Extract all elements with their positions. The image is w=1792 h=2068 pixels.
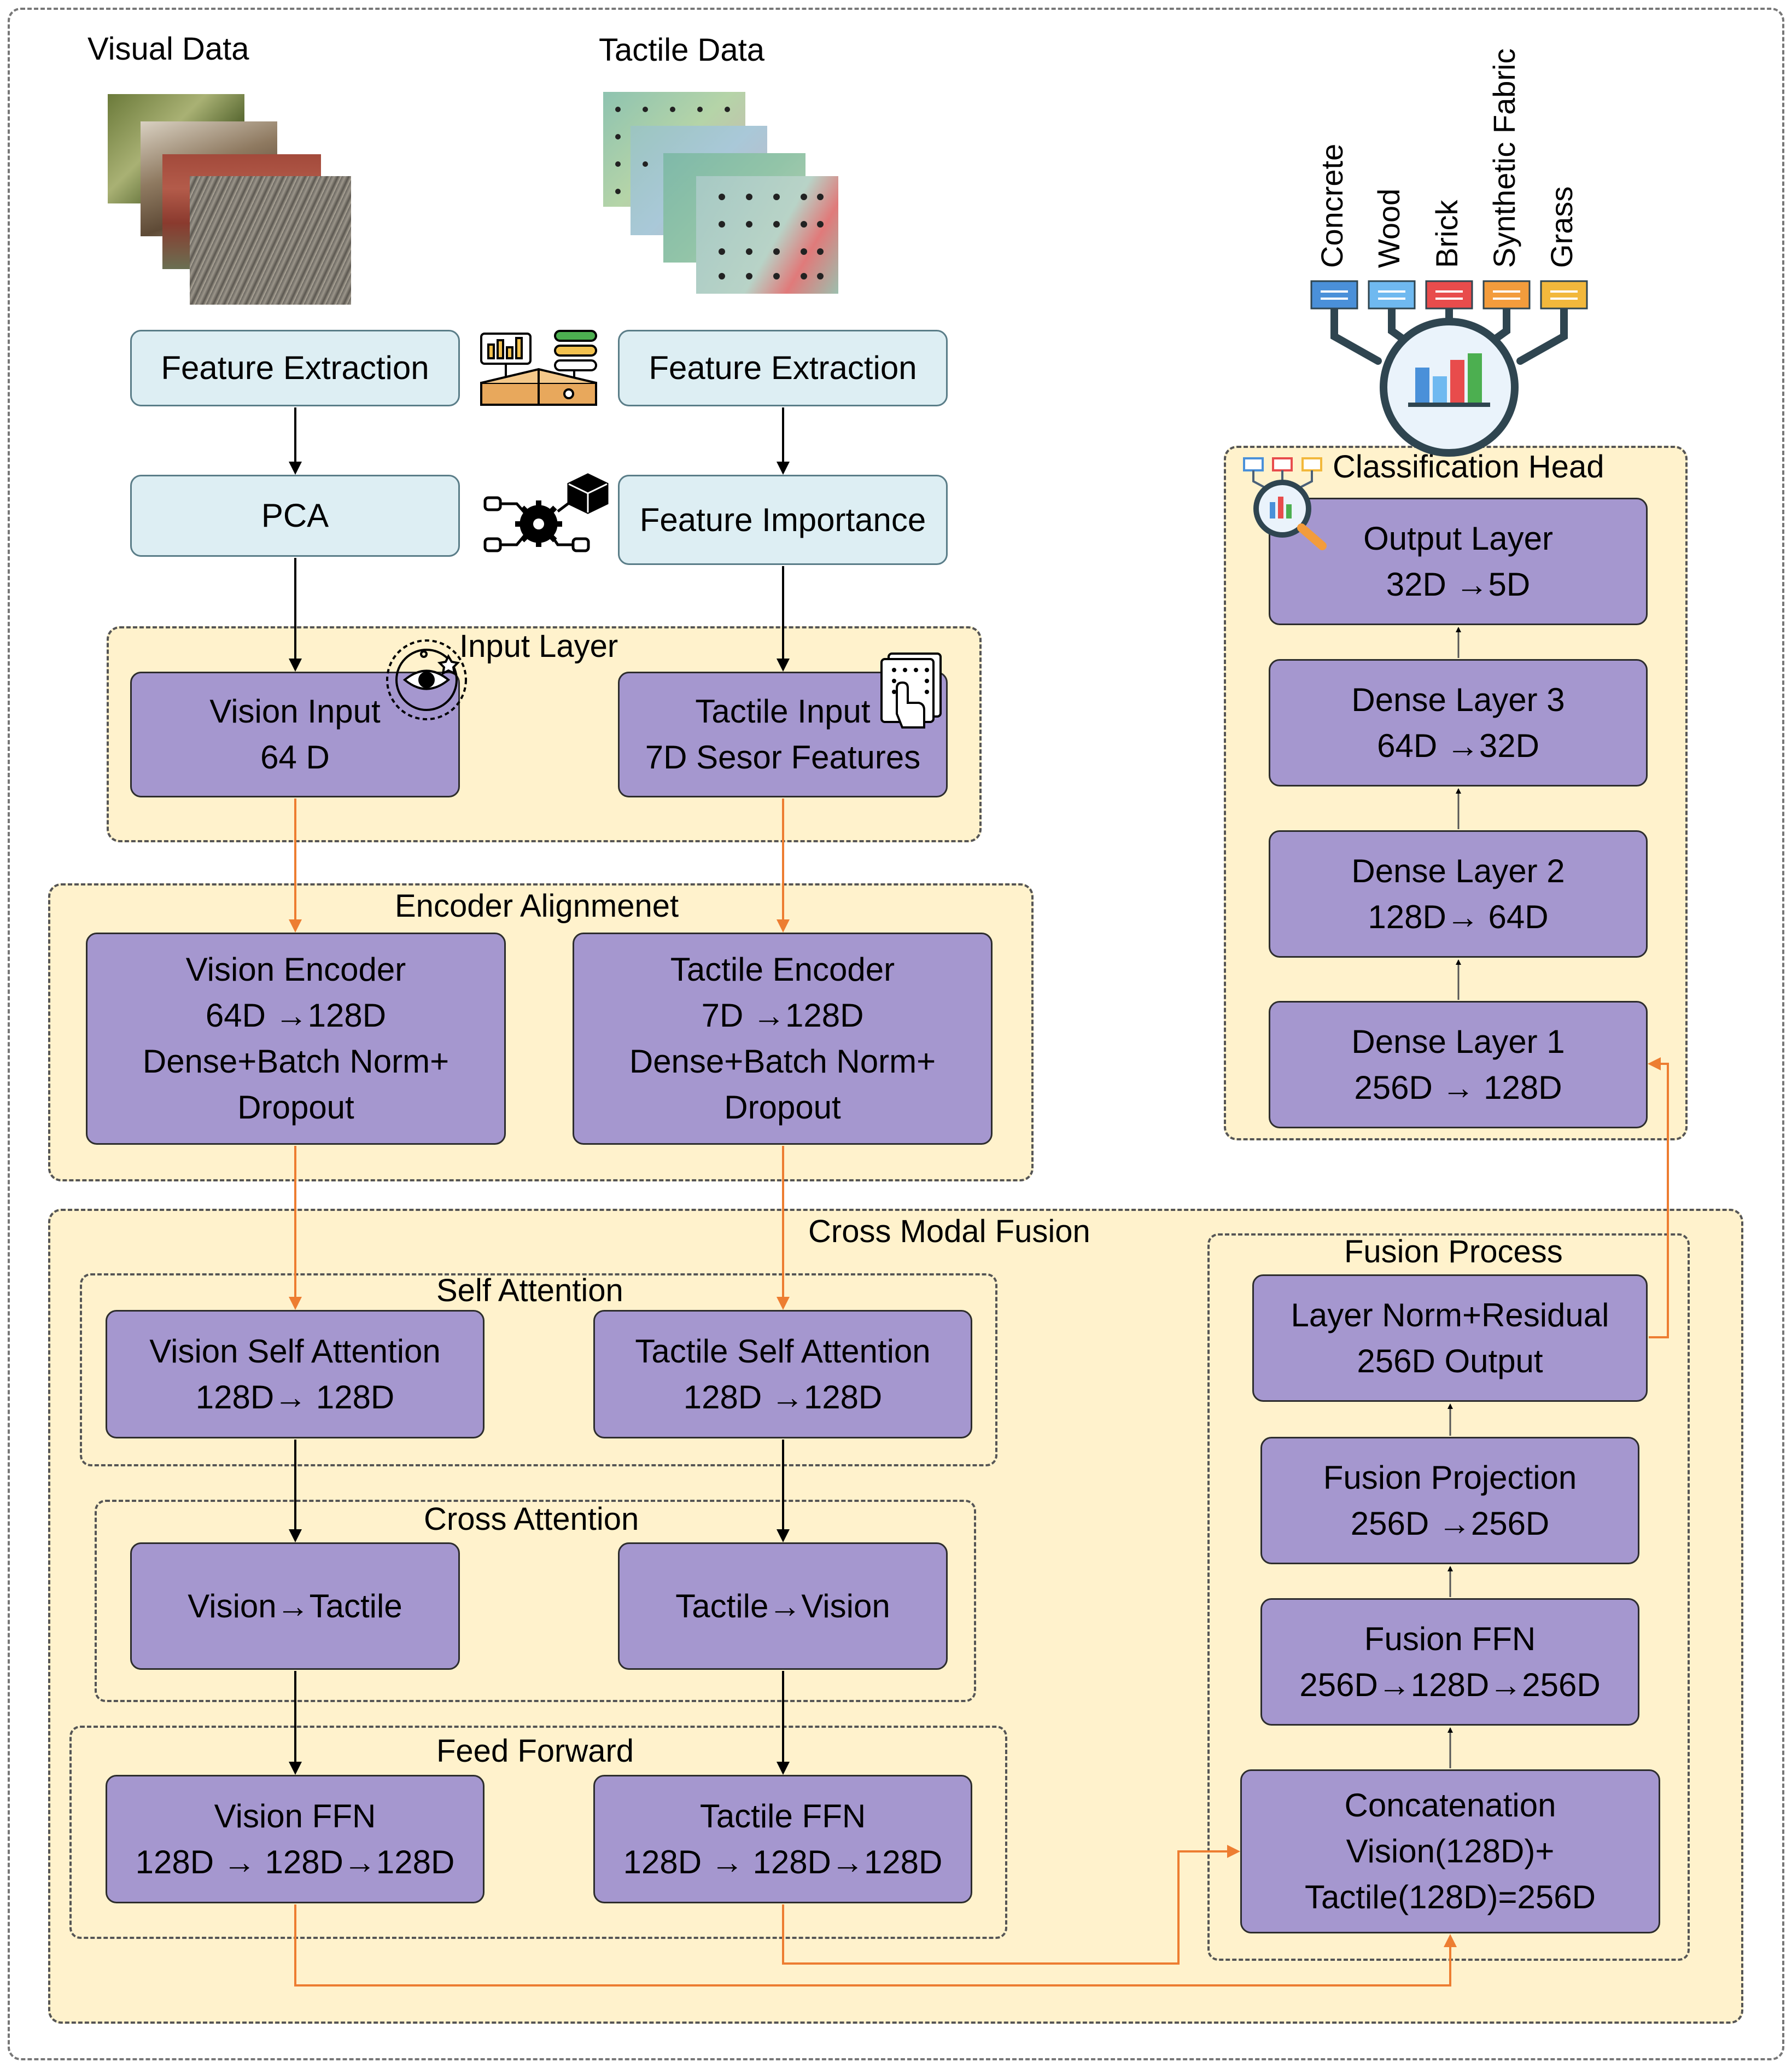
feed-forward-group (69, 1726, 1007, 1939)
eye-target-icon (386, 639, 467, 720)
touch-grid-icon (880, 653, 942, 729)
cross-modal-fusion-label: Cross Modal Fusion (808, 1214, 1090, 1249)
class-chip-grass (1540, 280, 1588, 310)
tactile-data-title: Tactile Data (599, 32, 765, 68)
feature-importance-box: Feature Importance (618, 475, 948, 565)
output-layer-box: Output Layer 32D →5D (1269, 498, 1648, 625)
dense-layer-3-box: Dense Layer 3 64D →32D (1269, 659, 1648, 787)
gear-network-icon (483, 473, 609, 552)
feature-extraction-icon (480, 330, 597, 406)
vision-input-box: Vision Input 64 D (130, 672, 460, 797)
tactile-self-attention-box: Tactile Self Attention 128D →128D (593, 1310, 972, 1438)
encoder-alignment-label: Encoder Alignmenet (395, 888, 679, 924)
visual-data-title: Visual Data (87, 31, 249, 67)
fusion-ffn-box: Fusion FFN 256D→128D→256D (1260, 1598, 1639, 1726)
class-chip-brick (1425, 280, 1473, 310)
chart-circle-icon (1380, 318, 1519, 457)
dense-layer-1-box: Dense Layer 1 256D → 128D (1269, 1001, 1648, 1128)
self-attention-group (80, 1273, 997, 1466)
tactile-feature-extraction-box: Feature Extraction (618, 330, 948, 406)
tactile-dots (615, 107, 824, 279)
fusion-process-group (1207, 1233, 1690, 1961)
fusion-process-label: Fusion Process (1344, 1234, 1563, 1269)
fusion-projection-box: Fusion Projection 256D →256D (1260, 1437, 1639, 1564)
arrow-tffn-to-concat (782, 1845, 1240, 1965)
classification-head-label: Classification Head (1333, 449, 1604, 485)
feed-forward-label: Feed Forward (436, 1733, 634, 1769)
cross-attention-group (95, 1500, 976, 1702)
dense-layer-2-box: Dense Layer 2 128D→ 64D (1269, 830, 1648, 958)
arrow-layernorm-to-dense1 (1648, 1057, 1669, 1338)
self-attention-label: Self Attention (436, 1273, 623, 1308)
magnifier-chart-icon (1243, 457, 1327, 550)
cross-attention-label: Cross Attention (424, 1501, 639, 1537)
class-chip-synthetic-fabric (1482, 280, 1531, 310)
pca-box: PCA (130, 475, 460, 557)
input-layer-label: Input Layer (459, 628, 618, 664)
vision-self-attention-box: Vision Self Attention 128D→ 128D (106, 1310, 485, 1438)
outer-frame (8, 8, 1784, 2060)
tactile-encoder-box: Tactile Encoder 7D →128D Dense+Batch Nor… (573, 933, 993, 1145)
vision-ffn-box: Vision FFN 128D → 128D→128D (106, 1775, 485, 1903)
visual-feature-extraction-box: Feature Extraction (130, 330, 460, 406)
arrow-vffn-to-concat (294, 1904, 1457, 1987)
visual-image-4 (190, 176, 351, 305)
tactile-to-vision-box: Tactile→Vision (618, 1542, 948, 1670)
vision-to-tactile-box: Vision→Tactile (130, 1542, 460, 1670)
class-chip-concrete (1310, 280, 1358, 310)
vision-encoder-box: Vision Encoder 64D →128D Dense+Batch Nor… (86, 933, 506, 1145)
class-chip-wood (1368, 280, 1416, 310)
layer-norm-residual-box: Layer Norm+Residual 256D Output (1252, 1274, 1648, 1402)
concatenation-box: Concatenation Vision(128D)+ Tactile(128D… (1240, 1769, 1660, 1933)
tactile-ffn-box: Tactile FFN 128D → 128D→128D (593, 1775, 972, 1903)
